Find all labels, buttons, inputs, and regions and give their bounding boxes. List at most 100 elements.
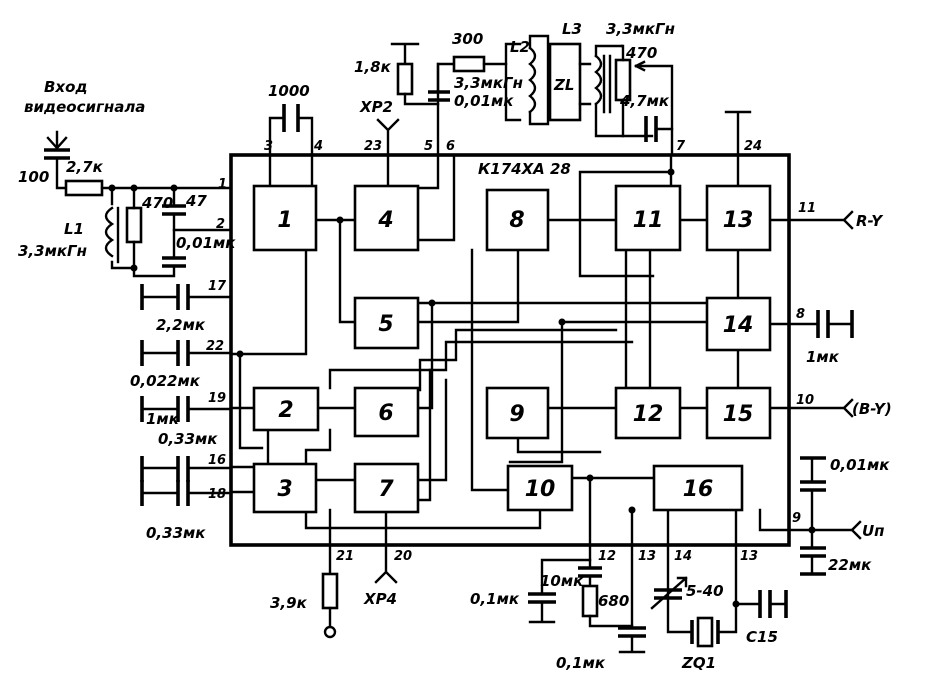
svg-text:470: 470 (141, 194, 173, 212)
svg-text:0,1мк: 0,1мк (556, 654, 606, 672)
svg-text:470: 470 (625, 44, 657, 62)
capacitor-1000: 1000 (268, 82, 314, 157)
svg-text:3,3мкГн: 3,3мкГн (454, 74, 523, 92)
svg-text:XP2: XP2 (359, 98, 393, 116)
svg-text:2: 2 (278, 398, 293, 423)
svg-text:11: 11 (798, 201, 816, 216)
block-11: 11 (614, 184, 682, 252)
svg-text:13: 13 (723, 208, 754, 233)
resistor-1-8k: 1,8к (354, 42, 440, 106)
svg-text:0,01мк: 0,01мк (830, 456, 890, 474)
svg-text:7: 7 (676, 139, 686, 154)
svg-text:13: 13 (740, 549, 758, 564)
svg-text:1мк: 1мк (146, 410, 180, 428)
inductor-l1: L1 3,3мкГн (18, 186, 136, 270)
capacitor-10mk: 10мк (540, 543, 602, 590)
svg-text:17: 17 (208, 279, 227, 294)
resistor-3-9k: 3,9к (270, 543, 339, 639)
svg-text:4,7мк: 4,7мк (619, 92, 670, 110)
filter-zl: ZL (548, 42, 582, 122)
svg-text:0,33мк: 0,33мк (146, 524, 206, 542)
resistor-470-top: 470 (614, 44, 674, 157)
crystal-zq1: ZQ1 (681, 543, 740, 672)
svg-text:13: 13 (638, 549, 656, 564)
video-input: Вход видеосигнала 100 (18, 78, 145, 190)
svg-text:9: 9 (509, 402, 524, 427)
svg-text:L1: L1 (64, 220, 84, 238)
svg-text:1: 1 (218, 177, 227, 192)
svg-text:24: 24 (744, 139, 762, 154)
inductor-l3: L3 3,3мкГн (562, 20, 675, 138)
trimmer-capacitor-5-40: 5-40 (650, 543, 724, 634)
block-6: 6 (353, 386, 420, 438)
svg-text:6: 6 (446, 139, 455, 154)
pin-numbers: 1 2 3 4 5 6 7 8 9 10 11 12 13 13 14 16 1… (206, 139, 816, 564)
svg-text:R-Y: R-Y (856, 212, 884, 230)
svg-text:Вход: Вход (44, 78, 88, 96)
block-3: 3 (252, 462, 318, 514)
svg-text:4: 4 (313, 139, 323, 154)
svg-text:видеосигнала: видеосигнала (24, 98, 145, 116)
svg-text:XP4: XP4 (363, 590, 397, 608)
svg-text:680: 680 (598, 592, 629, 610)
svg-text:ZQ1: ZQ1 (681, 654, 716, 672)
svg-text:4: 4 (377, 208, 393, 233)
block-7: 7 (353, 462, 420, 514)
capacitor-4-7-top: 4,7мк (619, 92, 674, 142)
capacitor-1mk-output: 1мк (787, 310, 854, 366)
block-5: 5 (353, 296, 420, 350)
svg-text:3,9к: 3,9к (270, 594, 308, 612)
capacitor-0-022mk: 0,022мк (130, 340, 233, 390)
svg-text:22мк: 22мк (828, 556, 872, 574)
svg-text:0,022мк: 0,022мк (130, 372, 201, 390)
svg-text:L3: L3 (562, 20, 582, 38)
svg-text:2,2мк: 2,2мк (156, 316, 206, 334)
svg-text:10мк: 10мк (540, 572, 584, 590)
svg-text:12: 12 (633, 402, 664, 427)
svg-text:300: 300 (452, 30, 483, 48)
svg-text:16: 16 (683, 477, 714, 502)
svg-text:10: 10 (525, 477, 556, 502)
inductor-l2: L2 (504, 34, 550, 126)
capacitor-0-1-left: 0,1мк (470, 558, 592, 624)
chip-name: К174ХА 28 (478, 160, 571, 178)
svg-text:3: 3 (264, 139, 273, 154)
supply-input: Uп (787, 520, 885, 540)
capacitor-c15: C15 (734, 590, 788, 646)
svg-text:14: 14 (723, 313, 754, 338)
svg-text:6: 6 (378, 401, 393, 426)
svg-text:2: 2 (216, 217, 225, 232)
svg-text:3,3мкГн: 3,3мкГн (18, 242, 87, 260)
svg-text:19: 19 (208, 391, 226, 406)
capacitor-0-33mk-b: 0,33мк (140, 480, 233, 542)
svg-text:5-40: 5-40 (686, 582, 724, 600)
block-14: 14 (705, 296, 772, 352)
svg-text:C15: C15 (746, 628, 778, 646)
svg-text:(B-Y): (B-Y) (852, 400, 892, 418)
svg-text:12: 12 (598, 549, 616, 564)
svg-text:5: 5 (424, 139, 433, 154)
svg-text:3,3мкГн: 3,3мкГн (606, 20, 675, 38)
svg-text:20: 20 (394, 549, 412, 564)
svg-text:10: 10 (796, 393, 814, 408)
svg-text:7: 7 (378, 477, 394, 502)
block-16: 16 (652, 464, 744, 512)
svg-text:2,7к: 2,7к (66, 158, 104, 176)
svg-text:1,8к: 1,8к (354, 58, 392, 76)
block-10: 10 (506, 464, 574, 512)
svg-text:47: 47 (185, 192, 207, 210)
capacitor-1mk: 1мк (140, 396, 233, 428)
svg-text:0,1мк: 0,1мк (470, 590, 520, 608)
resistor-470: 470 (125, 186, 173, 272)
svg-text:L2: L2 (510, 38, 530, 56)
svg-text:15: 15 (723, 402, 754, 427)
block-15: 15 (705, 386, 772, 440)
capacitor-0-01-input: 0,01мк (132, 228, 236, 278)
xp2-connector: XP2 (359, 98, 400, 157)
capacitor-0-1-bottom: 0,1мк (556, 543, 646, 672)
block-9: 9 (485, 386, 550, 440)
pin-24-stub (724, 110, 752, 157)
svg-text:18: 18 (208, 487, 226, 502)
block-12: 12 (614, 386, 682, 440)
